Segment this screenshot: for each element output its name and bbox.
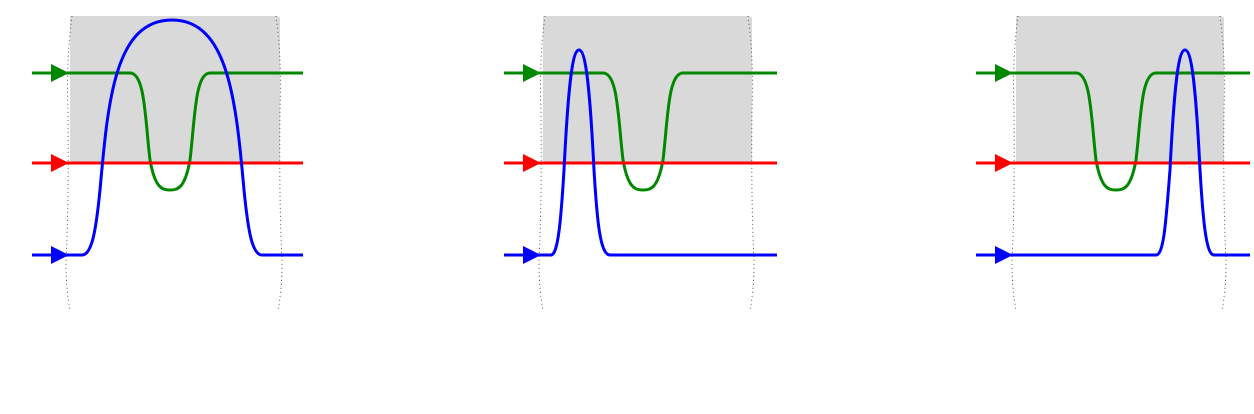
- shaded-region: [1016, 16, 1224, 163]
- green-line: [32, 71, 303, 192]
- dotted-boundary-right: [275, 15, 283, 311]
- dotted-boundary-left: [65, 15, 73, 311]
- blue-arrow-icon: [523, 246, 541, 264]
- blue-curve: [976, 48, 1250, 257]
- dotted-boundary-right: [1219, 15, 1227, 311]
- panel-2: [504, 15, 777, 311]
- green-line: [504, 71, 777, 192]
- panel-3: [976, 15, 1250, 311]
- dotted-boundary-left: [1011, 15, 1019, 311]
- red-arrow-icon: [995, 154, 1013, 172]
- red-arrow-icon: [51, 154, 69, 172]
- dotted-boundary-right: [747, 15, 755, 311]
- shaded-region: [543, 16, 752, 163]
- panel-1: [32, 15, 303, 311]
- blue-arrow-icon: [995, 246, 1013, 264]
- dotted-boundary-left: [538, 15, 546, 311]
- shaded-region: [70, 16, 280, 163]
- red-arrow-icon: [523, 154, 541, 172]
- green-arrow-icon: [995, 64, 1013, 82]
- blue-curve: [504, 48, 777, 257]
- green-line: [976, 71, 1250, 192]
- blue-curve: [32, 18, 303, 257]
- green-arrow-icon: [523, 64, 541, 82]
- blue-arrow-icon: [51, 246, 69, 264]
- green-arrow-icon: [51, 64, 69, 82]
